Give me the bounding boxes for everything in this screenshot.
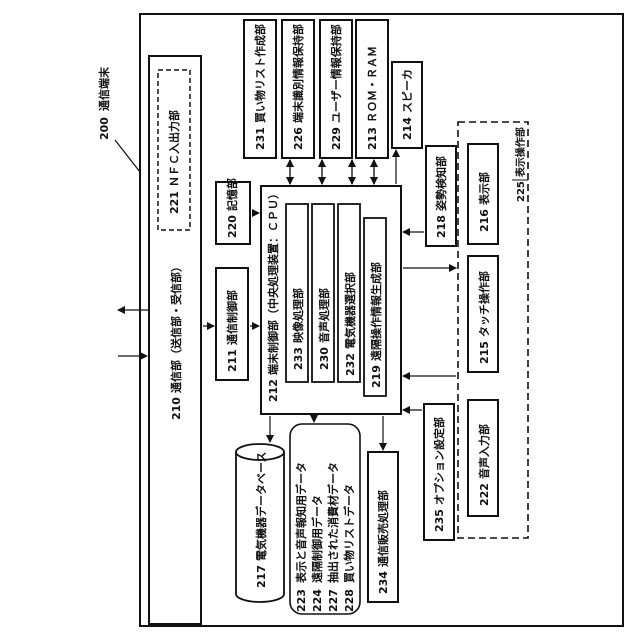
block-226: 226端末識別情報保持部 <box>282 20 314 158</box>
block-229: 229ユーザー情報保持部 <box>320 20 352 158</box>
svg-text:235オプション設定部: 235オプション設定部 <box>432 417 446 532</box>
svg-text:221ＮＦＣ入出力部: 221ＮＦＣ入出力部 <box>167 110 181 214</box>
svg-text:224遠隔制御用データ: 224遠隔制御用データ <box>310 495 324 612</box>
block-232: 232電気機器選択部 <box>338 204 360 382</box>
block-222: 222音声入力部 <box>468 400 498 516</box>
block-233: 233映像処理部 <box>286 204 308 382</box>
block-235: 235オプション設定部 <box>424 404 454 540</box>
svg-text:231買い物リスト作成部: 231買い物リスト作成部 <box>253 24 267 150</box>
data-item-227: 227抽出された消費材データ <box>326 462 340 612</box>
outer-label: 200通信端末 <box>97 66 111 140</box>
svg-text:233映像処理部: 233映像処理部 <box>291 288 305 370</box>
data-item-224: 224遠隔制御用データ <box>310 495 324 612</box>
svg-text:211通信制御部: 211通信制御部 <box>225 290 239 372</box>
svg-text:234通信販売処理部: 234通信販売処理部 <box>376 490 390 594</box>
svg-text:230音声処理部: 230音声処理部 <box>317 288 331 370</box>
svg-text:232電気機器選択部: 232電気機器選択部 <box>343 272 357 376</box>
block-231: 231買い物リスト作成部 <box>244 20 276 158</box>
svg-text:227抽出された消費材データ: 227抽出された消費材データ <box>326 462 340 612</box>
svg-text:216表示部: 216表示部 <box>477 172 491 232</box>
block-220: 220記憶部 <box>216 178 250 244</box>
svg-text:223表示と音声報知用データ: 223表示と音声報知用データ <box>294 462 308 612</box>
block-215: 215タッチ操作部 <box>468 256 498 372</box>
block-213: 213ＲＯＭ・ＲＡＭ <box>356 20 388 158</box>
block-214: 214スピーカ <box>392 62 422 148</box>
outer-leader <box>115 140 140 172</box>
data-item-228: 228買い物リストデータ <box>342 484 356 612</box>
svg-text:215タッチ操作部: 215タッチ操作部 <box>477 271 491 364</box>
svg-text:218姿勢検知部: 218姿勢検知部 <box>434 156 448 238</box>
svg-text:212端末制御部（中央処理装置：ＣＰＵ）: 212端末制御部（中央処理装置：ＣＰＵ） <box>266 188 280 402</box>
block-211: 211通信制御部 <box>216 268 248 380</box>
block-219: 219遠隔操作情報生成部 <box>364 218 386 396</box>
svg-text:220記憶部: 220記憶部 <box>225 178 239 238</box>
block-218: 218姿勢検知部 <box>426 146 456 246</box>
svg-text:226端末識別情報保持部: 226端末識別情報保持部 <box>291 24 305 150</box>
block-217: 217電気機器データベース <box>236 418 284 602</box>
svg-text:229ユーザー情報保持部: 229ユーザー情報保持部 <box>329 24 343 150</box>
svg-text:228買い物リストデータ: 228買い物リストデータ <box>342 484 356 612</box>
svg-text:219遠隔操作情報生成部: 219遠隔操作情報生成部 <box>369 262 383 388</box>
svg-text:217電気機器データベース: 217電気機器データベース <box>254 452 268 588</box>
block-234: 234通信販売処理部 <box>368 452 398 602</box>
svg-text:225表示操作部: 225表示操作部 <box>514 127 527 202</box>
svg-text:222音声入力部: 222音声入力部 <box>477 424 491 506</box>
svg-text:214スピーカ: 214スピーカ <box>401 69 414 140</box>
block-230: 230音声処理部 <box>312 204 334 382</box>
data-item-223: 223表示と音声報知用データ <box>294 462 308 612</box>
svg-text:200通信端末: 200通信端末 <box>97 66 111 140</box>
block-216: 216表示部 <box>468 144 498 244</box>
svg-text:213ＲＯＭ・ＲＡＭ: 213ＲＯＭ・ＲＡＭ <box>366 46 379 150</box>
